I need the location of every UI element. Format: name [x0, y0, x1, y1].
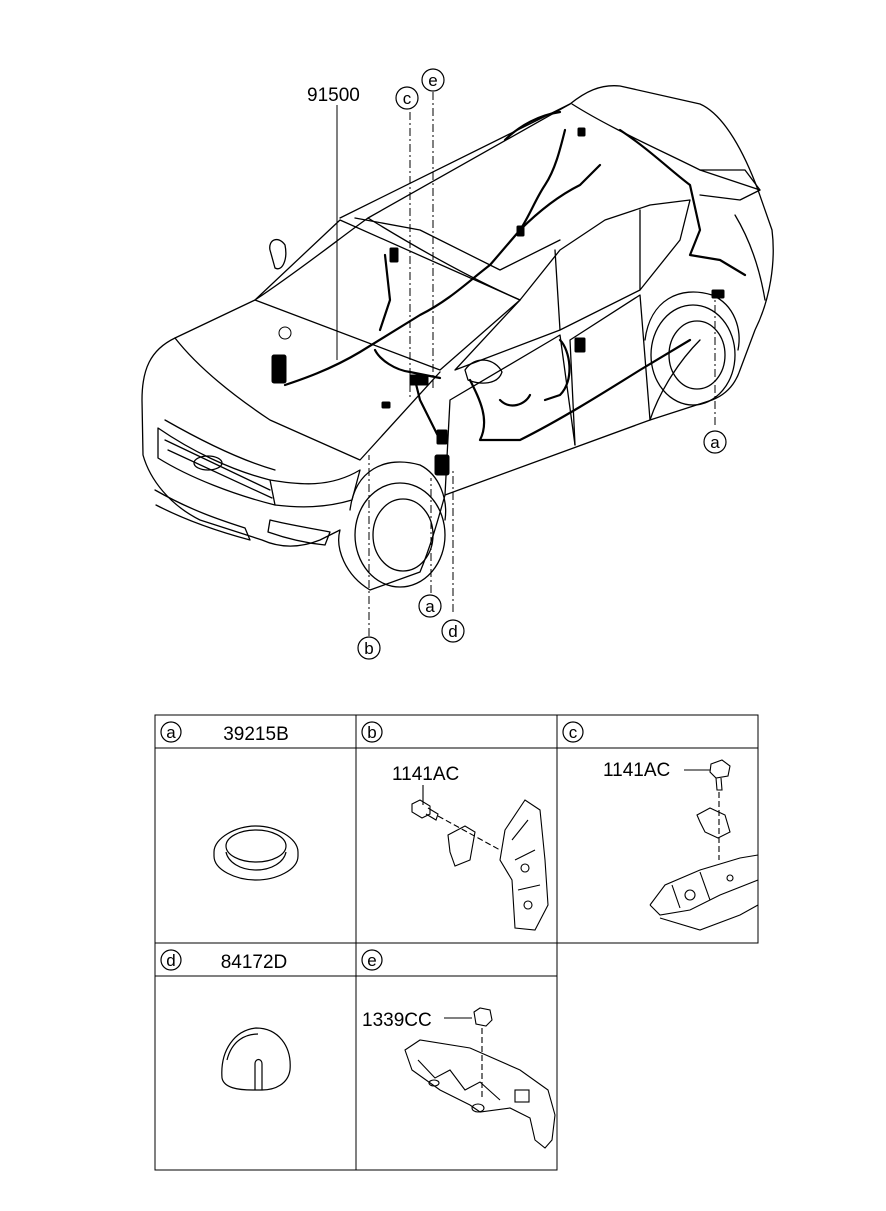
- leader-lines: [368, 92, 716, 636]
- hardware-label-e: 1339CC: [362, 1010, 432, 1031]
- table-cell-c: c 1141AC: [562, 721, 759, 931]
- bolt-bracket-c: [649, 759, 759, 931]
- nut-bracket-e: [404, 1007, 556, 1149]
- grommet-39215B: [213, 825, 299, 881]
- table-cell-b: b 1141AC: [361, 721, 549, 931]
- hardware-label-b: 1141AC: [392, 764, 459, 785]
- svg-text:d: d: [448, 622, 457, 641]
- main-part-number: 91500: [307, 85, 360, 106]
- parts-table: [154, 714, 759, 1171]
- wiring-harness: [283, 110, 747, 442]
- svg-text:a: a: [425, 597, 435, 616]
- callout-a-front: a: [418, 594, 442, 618]
- svg-text:a: a: [166, 723, 176, 742]
- callout-e: e: [421, 68, 445, 92]
- callout-d: d: [441, 619, 465, 643]
- table-cell-e: e 1339CC: [361, 949, 556, 1149]
- svg-text:d: d: [166, 951, 175, 970]
- bolt-bracket-b: [411, 785, 549, 931]
- hardware-label-c: 1141AC: [603, 760, 670, 781]
- svg-text:c: c: [403, 89, 412, 108]
- part-number-a: 39215B: [223, 724, 289, 745]
- plug-84172D: [221, 1027, 291, 1091]
- svg-text:e: e: [367, 951, 376, 970]
- vehicle-illustration: [141, 85, 774, 591]
- svg-text:e: e: [428, 71, 437, 90]
- svg-text:c: c: [569, 723, 578, 742]
- svg-text:b: b: [364, 639, 373, 658]
- svg-text:b: b: [367, 723, 376, 742]
- harness-connectors: [271, 127, 725, 476]
- table-cell-a: a 39215B: [160, 721, 299, 881]
- callout-b: b: [357, 636, 381, 660]
- callout-c: c: [395, 86, 419, 110]
- part-number-d: 84172D: [221, 952, 288, 973]
- callout-a-rear: a: [703, 430, 727, 454]
- table-cell-d: d 84172D: [160, 949, 291, 1091]
- svg-text:a: a: [710, 433, 720, 452]
